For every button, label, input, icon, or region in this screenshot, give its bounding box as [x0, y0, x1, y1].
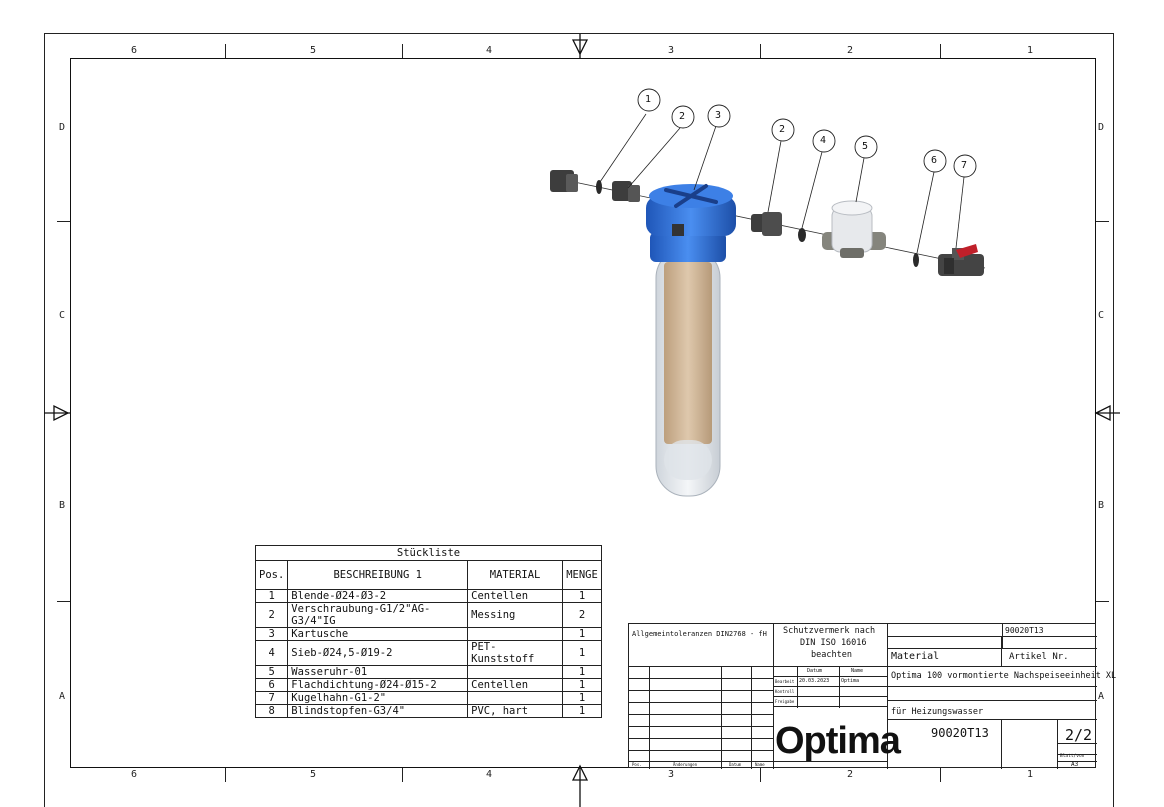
- balloon-number: 2: [779, 124, 786, 135]
- protection-note-line3: beachten: [811, 650, 852, 660]
- description-line1: Optima 100 vormontierte Nachspeiseeinhei…: [891, 671, 1117, 681]
- rev-col-date: Datum: [729, 762, 742, 767]
- balloon-number: 6: [931, 155, 938, 166]
- drawing-outer-frame: [44, 33, 1114, 807]
- company-logo: Optima: [775, 720, 901, 762]
- zone-row-right: A: [1098, 691, 1105, 702]
- balloon-number: 2: [679, 111, 686, 122]
- balloon-number: 3: [715, 110, 722, 121]
- balloon-leaders: [599, 113, 965, 254]
- parts-list-title: Stückliste: [255, 545, 602, 560]
- zone-col-bottom: 1: [1027, 769, 1034, 780]
- zone-col-bottom: 5: [310, 769, 317, 780]
- zone-row-left: D: [59, 122, 66, 133]
- material-label: Material: [891, 651, 940, 662]
- balloon-number: 4: [820, 135, 827, 146]
- col-name-label: Name: [851, 668, 864, 674]
- sheet-number: 2/2: [1065, 726, 1093, 744]
- drawing-number: 90020T13: [931, 726, 989, 740]
- zone-row-left: A: [59, 691, 66, 702]
- fitting-outlet: [751, 212, 782, 236]
- strainer: [798, 228, 806, 242]
- checked-label: Kontroll: [775, 689, 795, 694]
- zone-col-bottom: 3: [668, 769, 675, 780]
- ball-valve: [938, 244, 984, 276]
- balloon-number: 5: [862, 141, 869, 152]
- zone-col-top: 4: [486, 45, 493, 56]
- description-line2: für Heizungswasser: [891, 707, 984, 717]
- drawn-date: 20.03.2023: [799, 678, 830, 684]
- sheet-label: Blatt/von: [1060, 754, 1085, 759]
- balloons: [637, 88, 977, 178]
- zone-col-top: 1: [1027, 45, 1034, 56]
- parts-list-header-description: BESCHREIBUNG 1: [287, 560, 469, 590]
- zone-col-bottom: 2: [847, 769, 854, 780]
- released-label: Freigabe: [775, 699, 795, 704]
- zone-col-top: 3: [668, 45, 675, 56]
- general-tolerances: Allgemeintoleranzen DIN2768 - fH: [632, 630, 767, 638]
- article-number: 90020T13: [1005, 626, 1044, 635]
- rev-col-change: Änderungen: [673, 762, 698, 767]
- zone-row-right: B: [1098, 500, 1105, 511]
- paper-format: A3: [1071, 761, 1079, 768]
- protection-note-line1: Schutzvermerk nach: [783, 626, 876, 636]
- zone-row-left: B: [59, 500, 66, 511]
- article-label: Artikel Nr.: [1009, 652, 1069, 662]
- zone-row-left: C: [59, 310, 66, 321]
- zone-row-right: D: [1098, 122, 1105, 133]
- rev-col-name: Name: [755, 762, 765, 767]
- parts-list-header-quantity: MENGE: [562, 560, 602, 590]
- water-meter: [822, 200, 886, 258]
- parts-list-header-material: MATERIAL: [467, 560, 564, 590]
- col-date-label: Datum: [807, 668, 823, 674]
- zone-col-bottom: 6: [131, 769, 138, 780]
- filter-housing: [646, 184, 736, 497]
- title-block: Allgemeintoleranzen DIN2768 - fH Schutzv…: [628, 623, 1116, 769]
- balloon-number: 1: [645, 94, 652, 105]
- parts-list-header-pos: Pos.: [254, 560, 289, 590]
- rev-col-pos: Pos.: [632, 762, 642, 767]
- drawn-name: Optima: [841, 678, 860, 684]
- parts-list-table: Stückliste Pos. BESCHREIBUNG 1 MATERIAL …: [254, 545, 602, 718]
- zone-col-top: 5: [310, 45, 317, 56]
- zone-col-bottom: 4: [486, 769, 493, 780]
- fitting-left: [550, 170, 578, 192]
- zone-col-top: 2: [847, 45, 854, 56]
- fitting-inlet: [612, 181, 640, 202]
- drawn-label: Bearbeit: [775, 679, 795, 684]
- zone-col-top: 6: [131, 45, 138, 56]
- flat-gasket: [913, 253, 919, 267]
- balloon-number: 7: [961, 160, 968, 171]
- protection-note-line2: DIN ISO 16016: [800, 638, 867, 648]
- zone-row-right: C: [1098, 310, 1105, 321]
- orifice-plate: [596, 180, 602, 194]
